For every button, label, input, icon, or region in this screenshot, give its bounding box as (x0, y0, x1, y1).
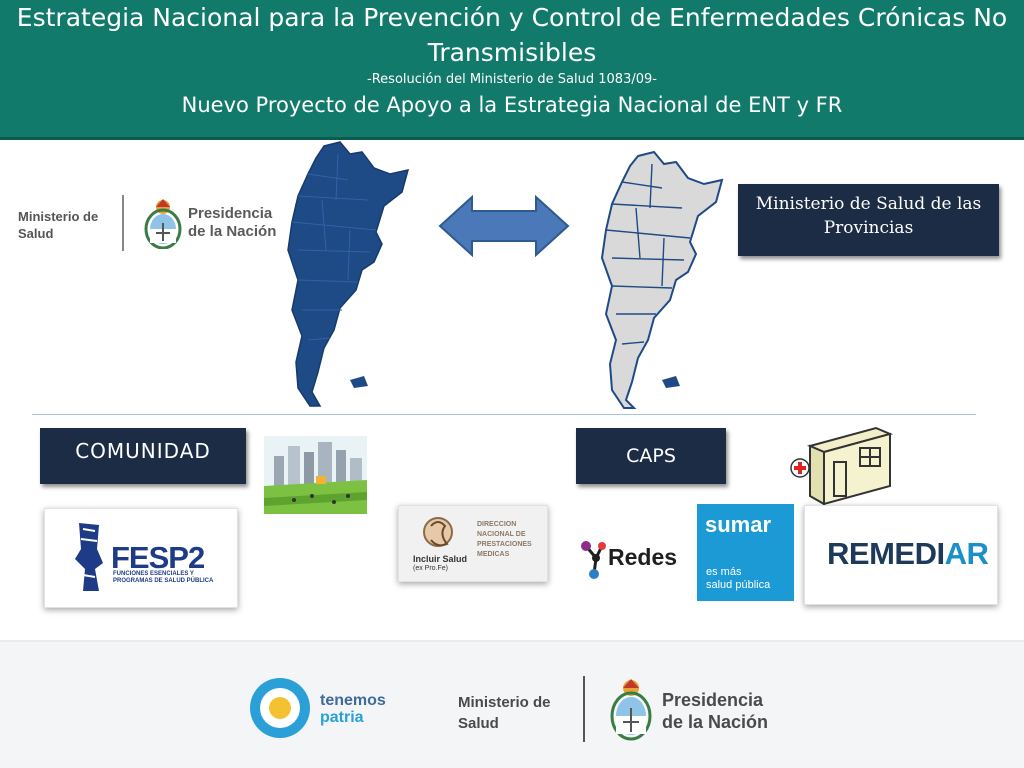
direccion-text: DIRECCION NACIONAL DE PRESTACIONES MEDIC… (477, 521, 532, 558)
incluir-salud-sub: (ex Pro.Fe) (413, 565, 449, 572)
redes-logo: Redes (578, 532, 678, 582)
footer-top-line (0, 640, 1024, 642)
redes-name: Redes (608, 544, 678, 570)
redes-icon (581, 541, 606, 579)
incluir-salud-name: Incluir Salud (413, 554, 468, 564)
double-arrow-icon (438, 195, 570, 257)
slide-header: Estrategia Nacional para la Prevención y… (0, 0, 1024, 140)
ministerio-label: Ministerio de Salud (18, 209, 99, 241)
fesp-name: FESP2 (111, 540, 205, 575)
ministerio-salud-logo: Ministerio de Salud Presidencia de la Na… (18, 195, 288, 255)
argentina-map-outline-icon (600, 150, 724, 409)
slide-footer (0, 642, 1024, 768)
project-title: Nuevo Proyecto de Apoyo a la Estrategia … (181, 93, 843, 117)
footer-separator (583, 676, 585, 742)
tenemos-patria-icon (250, 678, 310, 738)
fesp2-logo-card: FESP2 FUNCIONES ESENCIALES Y PROGRAMAS D… (44, 508, 238, 608)
sumar-logo: sumar es más salud pública (697, 504, 794, 601)
health-post-icon (790, 426, 894, 506)
city-icon (264, 436, 367, 514)
incluir-salud-logo-card: Incluir Salud (ex Pro.Fe) DIRECCION NACI… (398, 505, 548, 582)
remediar-name: REMEDIAR (827, 536, 989, 571)
provincias-box: Ministerio de Salud de las Provincias (738, 184, 999, 256)
slide-title: Estrategia Nacional para la Prevención y… (16, 3, 1008, 67)
fesp-subtitle: FUNCIONES ESENCIALES Y PROGRAMAS DE SALU… (113, 571, 214, 584)
slide-subtitle: -Resolución del Ministerio de Salud 1083… (367, 72, 657, 87)
remediar-logo-card: REMEDIAR (804, 505, 998, 605)
coat-of-arms-icon (144, 199, 182, 249)
sumar-tagline-2: salud pública (706, 579, 771, 591)
footer-presidencia-label: Presidencia de la Nación (662, 690, 769, 732)
footer-ministerio-label: Ministerio de Salud (458, 694, 551, 732)
tenemos-patria-text: tenemos patria (320, 692, 386, 726)
argentina-map-icon (287, 141, 410, 407)
sumar-tagline-1: es más (706, 566, 742, 578)
caps-box: CAPS (576, 428, 726, 484)
sumar-name: sumar (705, 512, 772, 537)
logo-separator (122, 195, 124, 251)
incluir-salud-icon (423, 517, 453, 547)
footer-coat-of-arms-icon (610, 679, 652, 741)
section-divider (32, 414, 976, 415)
presidencia-label: Presidencia de la Nación (188, 205, 277, 240)
comunidad-box: COMUNIDAD (40, 428, 246, 484)
fesp-figure-icon (75, 523, 103, 591)
